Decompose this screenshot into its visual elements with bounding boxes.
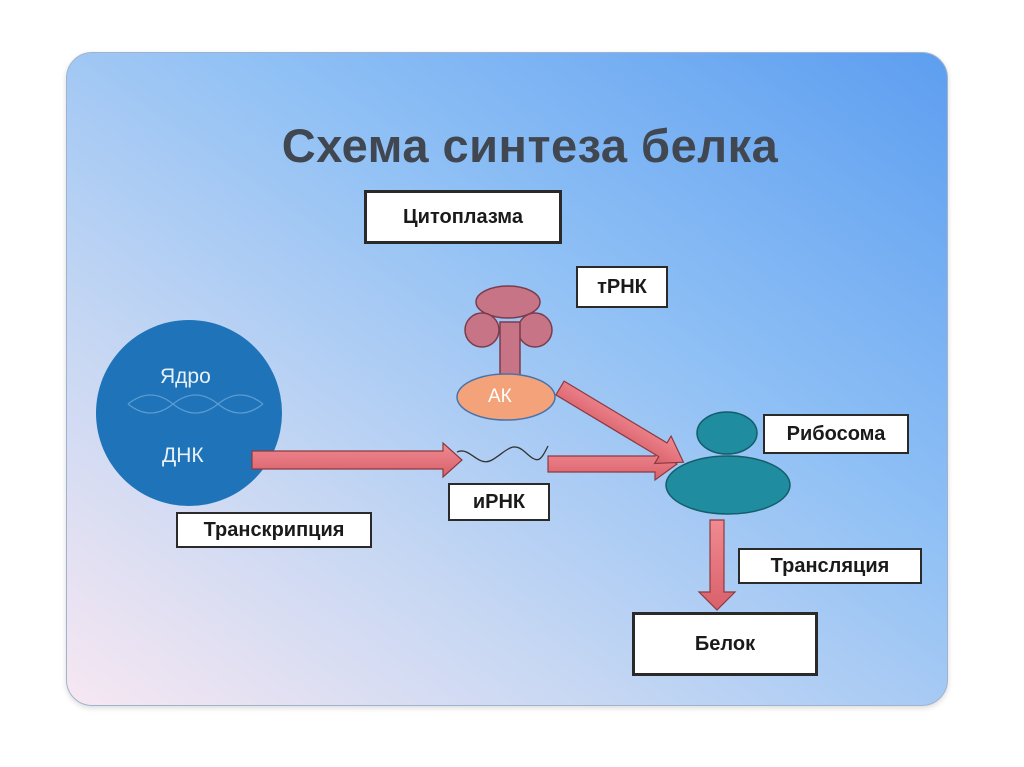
cytoplasm-label: Цитоплазма	[364, 190, 562, 244]
trna-label: тРНК	[576, 266, 668, 308]
diagram-title: Схема синтеза белка	[281, 119, 779, 172]
nucleus-label: Ядро	[160, 365, 211, 388]
mrna-label: иРНК	[448, 483, 550, 521]
transcription-label: Транскрипция	[176, 512, 372, 548]
ribosome-icon	[665, 411, 791, 515]
mrna-strand-icon	[456, 445, 549, 463]
arrow-aa-to-ribosome	[555, 380, 685, 465]
arrow-ribosome-to-protein	[697, 519, 737, 611]
protein-label: Белок	[632, 612, 818, 676]
amino-acid-label: АК	[488, 386, 512, 407]
ribosome-label: Рибосома	[763, 414, 909, 454]
translation-label: Трансляция	[738, 548, 922, 584]
dna-label: ДНК	[162, 444, 204, 467]
dna-helix-icon	[127, 394, 264, 414]
trna-icon	[464, 285, 553, 381]
nucleus	[96, 320, 282, 506]
amino-acid-icon	[456, 373, 556, 421]
arrow-dna-to-mrna	[251, 441, 463, 479]
